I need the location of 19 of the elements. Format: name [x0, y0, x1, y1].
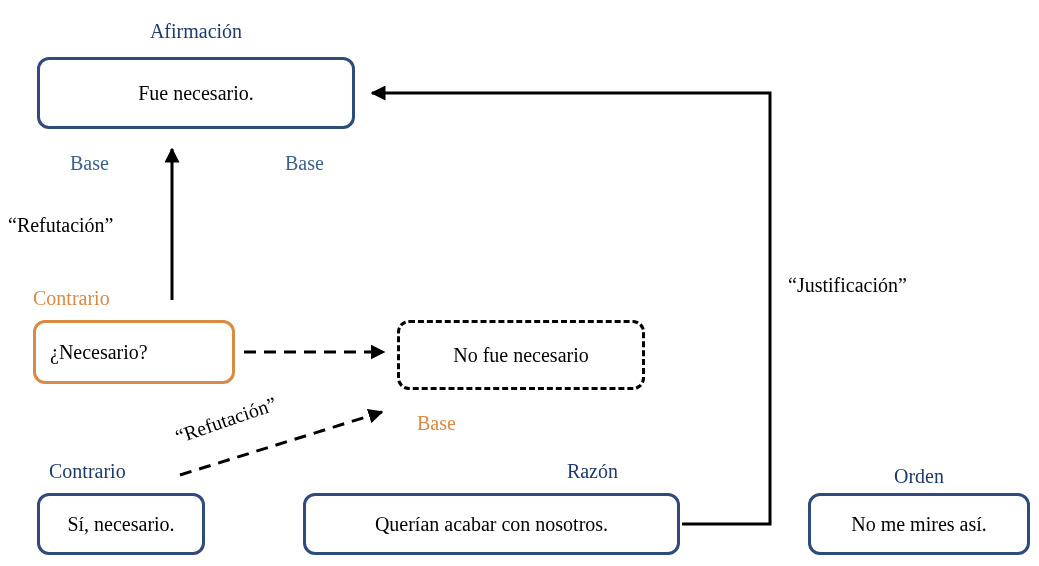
box-heading: Contrario	[48, 459, 127, 484]
process-box: No fue necesario	[397, 320, 645, 390]
box-heading: Afirmación	[148, 19, 244, 44]
box-heading: Razón	[565, 459, 619, 484]
arrow	[244, 344, 386, 360]
process-box: Sí, necesario.	[37, 493, 205, 555]
base-label: Base	[70, 151, 109, 176]
arrow	[179, 408, 384, 477]
box-heading: Contrario	[33, 286, 111, 311]
base-label: Base	[285, 151, 324, 176]
edge-label: “Justificación”	[788, 273, 907, 298]
arrow	[164, 147, 180, 300]
process-box: No me mires así.	[808, 493, 1030, 555]
process-box: ¿Necesario?	[33, 320, 235, 384]
base-label: Base	[417, 411, 456, 436]
process-box: Fue necesario.	[37, 57, 355, 129]
edge-label: “Refutación”	[8, 213, 114, 238]
box-heading: Orden	[893, 464, 945, 489]
process-box: Querían acabar con nosotros.	[303, 493, 680, 555]
